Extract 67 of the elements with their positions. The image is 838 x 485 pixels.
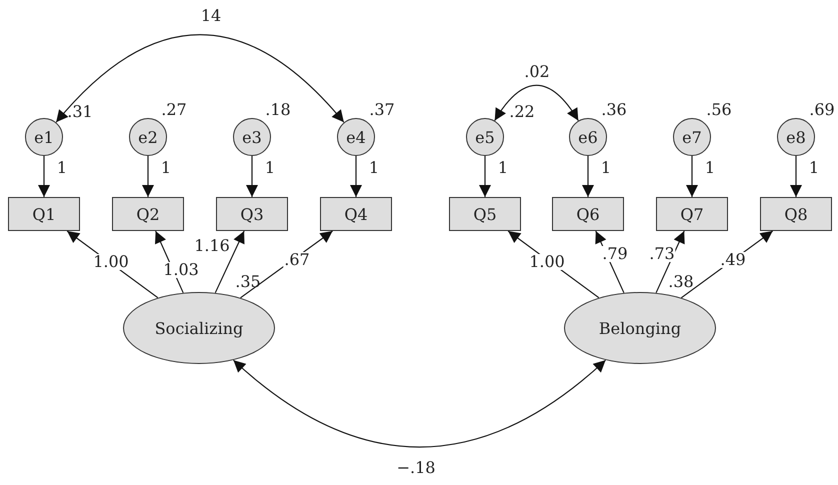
edge-label: 1.03 [162,262,200,278]
node-label: Q4 [344,204,368,224]
double-headed-arrow [494,84,579,121]
node-label: Q2 [136,204,160,224]
edge-label: 1.00 [92,254,130,270]
variable-box [112,197,184,231]
variance-label: .31 [67,104,93,120]
arrow [582,156,594,197]
node-label: Q1 [32,204,56,224]
node-label: Belonging [598,318,682,338]
variable-box [216,197,288,231]
variance-label: .56 [706,102,732,118]
node-label: e2 [138,128,158,146]
edge-label: .49 [719,252,747,268]
variance-label: .22 [509,104,535,120]
node-label: e5 [475,128,495,146]
node-label: e4 [346,128,366,146]
edge-label: 1.00 [528,254,566,270]
arrow [214,230,245,294]
error-circle [25,118,63,156]
node-label: Socializing [154,318,244,338]
edge-label: .67 [283,252,311,268]
error-circle [569,118,607,156]
node-label: Q6 [576,204,600,224]
node-label: e7 [682,128,702,146]
variable-box [8,197,80,231]
error-circle [466,118,504,156]
double-headed-arrow [56,34,344,123]
arrow [350,156,362,197]
edge-label: .02 [523,64,551,80]
variable-box [552,197,624,231]
node-label: e3 [242,128,262,146]
variance-label: .37 [369,102,395,118]
edge-label: .79 [601,246,629,262]
arrow [686,156,698,197]
variance-label: .38 [668,274,694,290]
edge-label: 14 [200,8,222,24]
error-circle [337,118,375,156]
arrow [790,156,802,197]
node-label: e1 [34,128,54,146]
error-circle [233,118,271,156]
variance-label: .35 [235,274,261,290]
variable-box [760,197,832,231]
variance-label: .27 [161,102,187,118]
error-circle [777,118,815,156]
variance-label: .69 [809,102,835,118]
edge-label: −.18 [396,460,436,476]
node-label: Q5 [473,204,497,224]
edge-label: 1.16 [193,238,231,254]
edge-label: .73 [648,246,676,262]
arrow [246,156,258,197]
node-label: e8 [786,128,806,146]
error-circle [673,118,711,156]
double-headed-arrow [233,360,606,448]
arrow [479,156,491,197]
node-label: Q3 [240,204,264,224]
node-label: Q7 [680,204,704,224]
variable-box [656,197,728,231]
arrow [142,156,154,197]
variable-box [320,197,392,231]
variable-box [449,197,521,231]
variance-label: .36 [601,102,627,118]
arrow [38,156,50,197]
node-label: Q8 [784,204,808,224]
variance-label: .18 [265,102,291,118]
node-label: e6 [578,128,598,146]
error-circle [129,118,167,156]
